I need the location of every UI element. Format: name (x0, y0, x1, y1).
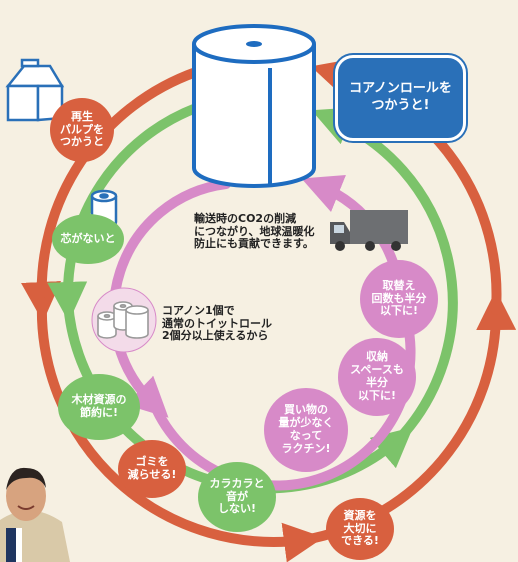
inner-item-easier-shopping: 買い物の 量が少なく なって ラクチン! (264, 388, 348, 472)
coreless-roll-icon (192, 24, 316, 188)
roll-comparison-icon (91, 287, 157, 353)
inner-item-fewer-replacements: 取替え 回数も半分 以下に! (360, 260, 438, 338)
transport-note: 輸送時のCO2の削減 につながり、地球温暖化 防止にも貢献できます。 (194, 211, 315, 251)
middle-item-no-core: 芯がないと (52, 214, 124, 264)
milk-carton-icon (5, 58, 65, 122)
person-photo (0, 467, 70, 562)
inner-item-storage-half: 収納 スペースも 半分 以下に! (338, 338, 416, 416)
callout-bubble: コアノンロールを つかうと! (335, 55, 466, 141)
outer-item-recycled-pulp: 再生 パルプを つかうと (50, 98, 114, 162)
middle-item-no-rattle: カラカラと 音が しない! (198, 462, 276, 532)
outer-item-save-resources: 資源を 大切に できる! (326, 498, 394, 560)
middle-item-save-wood: 木材資源の 節約に! (58, 374, 140, 440)
outer-item-reduce-waste: ゴミを 減らせる! (118, 440, 186, 498)
truck-icon (330, 210, 408, 251)
capacity-note: コアノン1個で 通常のトイットロール 2個分以上使えるから (162, 303, 272, 343)
